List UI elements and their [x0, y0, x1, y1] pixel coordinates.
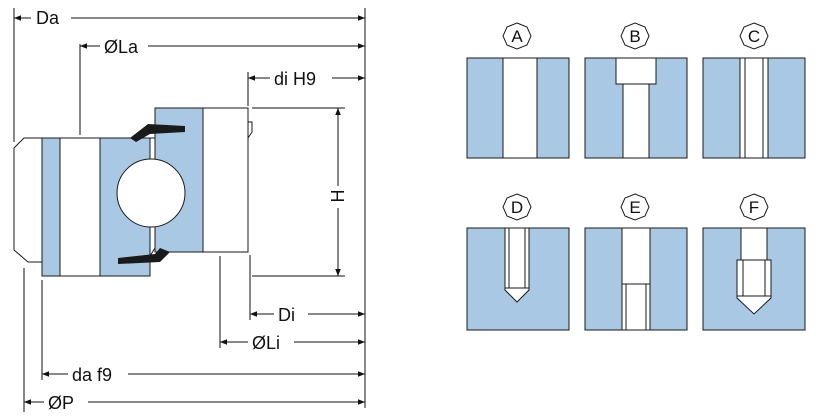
label-la: ØLa [104, 37, 139, 57]
variant-f: F [702, 193, 806, 331]
variant-f-label: F [749, 198, 759, 217]
variant-a: A [466, 22, 570, 159]
bearing-cross-section [13, 107, 253, 277]
label-di: Di [278, 305, 295, 325]
variant-e: E [584, 193, 688, 331]
label-h: H [328, 190, 348, 203]
variant-c-label: C [748, 27, 760, 46]
variant-b-label: B [629, 27, 640, 46]
variant-d: D [466, 193, 570, 331]
outer-ring-gap [59, 137, 101, 277]
variant-c: C [702, 22, 806, 159]
inner-ring-stripe-2 [202, 107, 249, 253]
label-li: ØLi [252, 333, 280, 353]
hole-variants: A B C D [466, 22, 806, 331]
label-da: Da [36, 8, 60, 28]
variant-a-hex [502, 22, 532, 50]
variant-d-hex [502, 193, 532, 221]
variant-f-hex [739, 193, 769, 221]
outer-ring-stripe-1 [41, 137, 61, 277]
variant-d-label: D [511, 198, 523, 217]
label-p: ØP [48, 393, 74, 413]
variant-b-hex [620, 22, 650, 50]
ball [116, 158, 186, 228]
label-di-h9: di H9 [274, 69, 316, 89]
label-da-f9: da f9 [72, 365, 112, 385]
upper-seal [130, 124, 185, 142]
dimension-labels: Da ØLa di H9 H Di ØLi da f9 ØP [31, 6, 348, 413]
variant-b: B [584, 22, 688, 159]
variant-c-hex [739, 22, 769, 50]
variant-e-hex [620, 193, 650, 221]
variant-e-label: E [629, 198, 640, 217]
lower-seal [118, 248, 170, 264]
variant-a-label: A [511, 27, 523, 46]
